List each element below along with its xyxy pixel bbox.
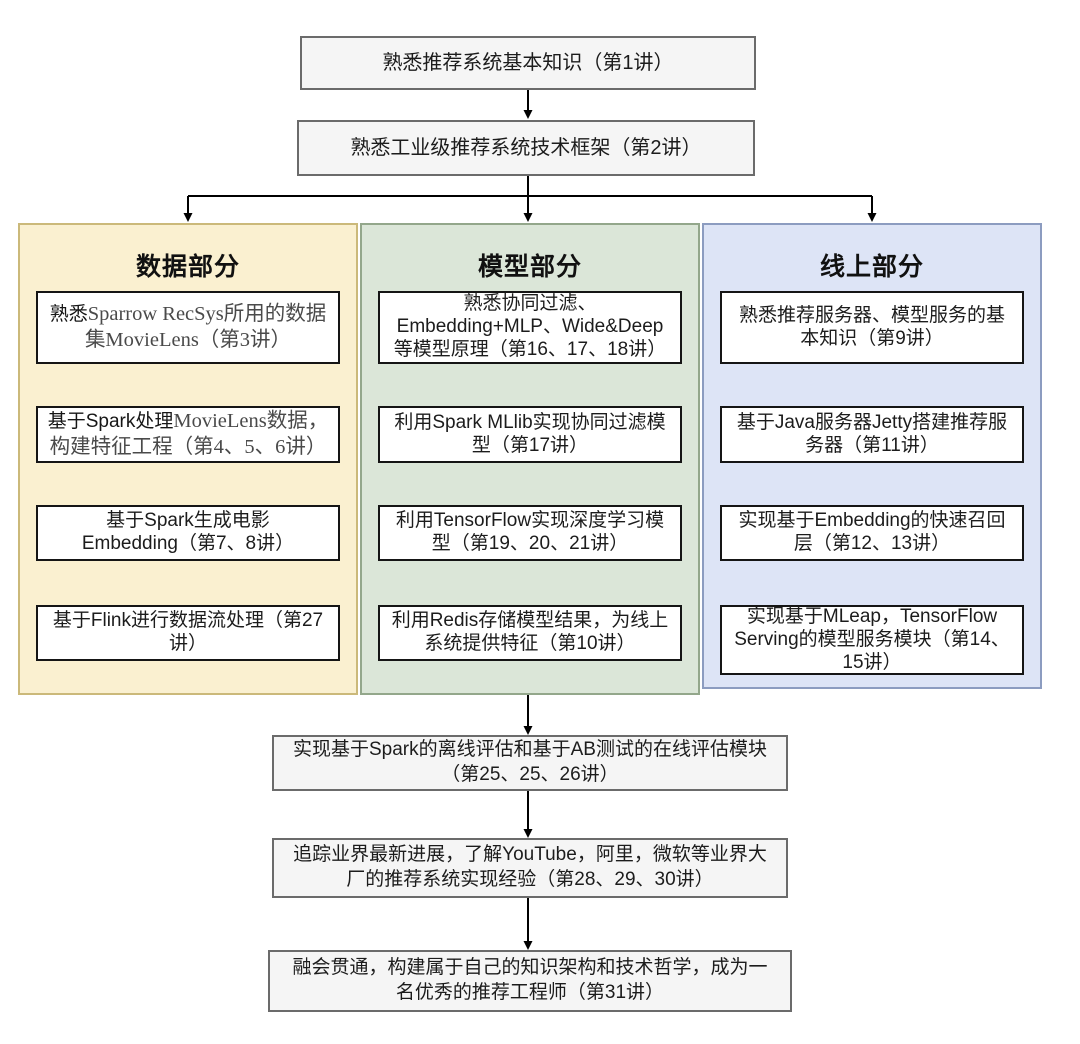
column-panel-online: 线上部分 熟悉推荐服务器、模型服务的基 本知识（第9讲） 基于Java服务器Je… bbox=[702, 223, 1042, 689]
column-title-data: 数据部分 bbox=[135, 253, 240, 281]
node-model-redis: 利用Redis存储模型结果，为线上 系统提供特征（第10讲） bbox=[378, 605, 682, 661]
node-label: 熟悉协同过滤、 Embedding+MLP、Wide&Deep 等模型原理（第1… bbox=[393, 293, 667, 360]
node-label: 基于Spark生成电影 Embedding（第7、8讲） bbox=[81, 510, 295, 554]
node-label: 熟悉推荐服务器、模型服务的基 本知识（第9讲） bbox=[738, 304, 1005, 349]
column-title-model: 模型部分 bbox=[477, 253, 582, 281]
node-online-jetty: 基于Java服务器Jetty搭建推荐服 务器（第11讲） bbox=[720, 406, 1024, 463]
node-industry-progress: 追踪业界最新进展，了解YouTube，阿里，微软等业界大 厂的推荐系统实现经验（… bbox=[272, 838, 788, 898]
node-online-model-serving: 实现基于MLeap，TensorFlow Serving的模型服务模块（第14、… bbox=[720, 605, 1024, 675]
node-label: 实现基于MLeap，TensorFlow Serving的模型服务模块（第14、… bbox=[734, 605, 1010, 673]
node-label: 基于Spark处理MovieLens数据，构建特征工程（第4、5、6讲） bbox=[38, 408, 338, 461]
node-label-sans: 基于Spark处理 bbox=[47, 410, 174, 432]
node-final-mastery: 融会贯通，构建属于自己的知识架构和技术哲学，成为一 名优秀的推荐工程师（第31讲… bbox=[268, 950, 792, 1012]
node-model-spark-mllib: 利用Spark MLlib实现协同过滤模 型（第17讲） bbox=[378, 406, 682, 463]
node-label: 熟悉Sparrow RecSys所用的数据集MovieLens（第3讲） bbox=[38, 301, 338, 354]
node-data-movielens: 熟悉Sparrow RecSys所用的数据集MovieLens（第3讲） bbox=[36, 291, 340, 364]
column-title-online: 线上部分 bbox=[819, 253, 924, 281]
node-data-spark-embedding: 基于Spark生成电影 Embedding（第7、8讲） bbox=[36, 505, 340, 561]
node-online-server-basics: 熟悉推荐服务器、模型服务的基 本知识（第9讲） bbox=[720, 291, 1024, 364]
node-lecture1-basics: 熟悉推荐系统基本知识（第1讲） bbox=[300, 36, 756, 90]
node-evaluation-module: 实现基于Spark的离线评估和基于AB测试的在线评估模块 （第25、25、26讲… bbox=[272, 735, 788, 791]
node-label: 熟悉工业级推荐系统技术框架（第2讲） bbox=[350, 137, 702, 159]
node-label: 追踪业界最新进展，了解YouTube，阿里，微软等业界大 厂的推荐系统实现经验（… bbox=[293, 844, 767, 890]
node-model-principles: 熟悉协同过滤、 Embedding+MLP、Wide&Deep 等模型原理（第1… bbox=[378, 291, 682, 364]
node-model-tensorflow: 利用TensorFlow实现深度学习模 型（第19、20、21讲） bbox=[378, 505, 682, 561]
node-label: 利用TensorFlow实现深度学习模 型（第19、20、21讲） bbox=[395, 510, 665, 554]
node-data-flink-stream: 基于Flink进行数据流处理（第27 讲） bbox=[36, 605, 340, 661]
node-label: 实现基于Spark的离线评估和基于AB测试的在线评估模块 （第25、25、26讲… bbox=[293, 739, 767, 785]
node-label: 基于Flink进行数据流处理（第27 讲） bbox=[52, 610, 324, 654]
node-online-recall-layer: 实现基于Embedding的快速召回 层（第12、13讲） bbox=[720, 505, 1024, 561]
node-label: 融会贯通，构建属于自己的知识架构和技术哲学，成为一 名优秀的推荐工程师（第31讲… bbox=[292, 957, 768, 1003]
node-label-serif: Sparrow RecSys所用的数据集MovieLens（第3讲） bbox=[84, 302, 327, 351]
node-label: 利用Spark MLlib实现协同过滤模 型（第17讲） bbox=[394, 411, 666, 456]
node-label-sans: 熟悉 bbox=[49, 303, 88, 325]
node-lecture2-framework: 熟悉工业级推荐系统技术框架（第2讲） bbox=[297, 120, 755, 176]
node-label: 利用Redis存储模型结果，为线上 系统提供特征（第10讲） bbox=[391, 610, 669, 654]
node-label: 基于Java服务器Jetty搭建推荐服 务器（第11讲） bbox=[736, 411, 1008, 456]
node-label: 熟悉推荐系统基本知识（第1讲） bbox=[382, 52, 674, 74]
column-panel-data: 数据部分 熟悉Sparrow RecSys所用的数据集MovieLens（第3讲… bbox=[18, 223, 358, 695]
node-data-spark-features: 基于Spark处理MovieLens数据，构建特征工程（第4、5、6讲） bbox=[36, 406, 340, 463]
node-label-serif: MovieLens数据，构建特征工程（第4、5、6讲） bbox=[49, 409, 329, 458]
column-panel-model: 模型部分 熟悉协同过滤、 Embedding+MLP、Wide&Deep 等模型… bbox=[360, 223, 700, 695]
node-label: 实现基于Embedding的快速召回 层（第12、13讲） bbox=[738, 510, 1006, 554]
